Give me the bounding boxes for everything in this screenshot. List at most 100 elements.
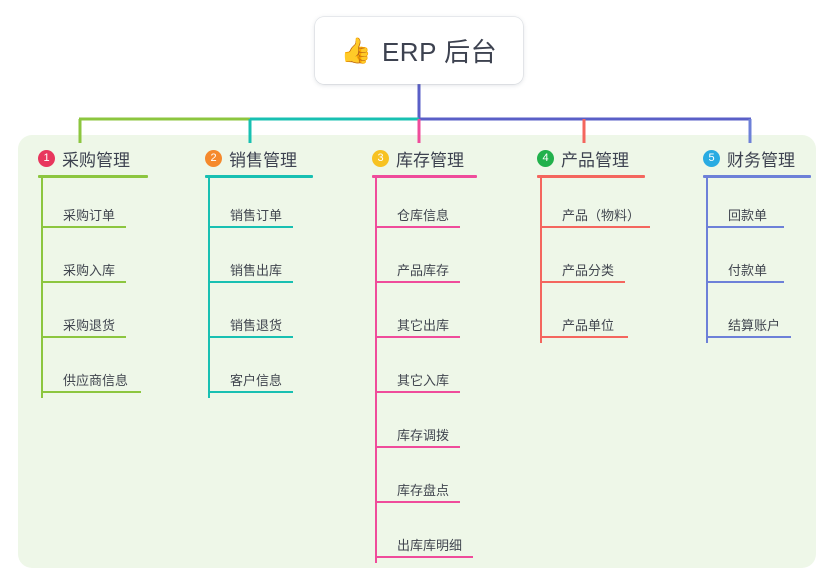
leaf-label: 产品库存 (397, 263, 450, 278)
branch-rule-4 (537, 175, 645, 178)
branch-header-1[interactable]: 1 采购管理 (38, 146, 148, 170)
branch-title-5: 财务管理 (727, 150, 795, 170)
leaf-rule (375, 336, 460, 338)
branch-header-3[interactable]: 3 库存管理 (372, 146, 477, 170)
branch-leaves-5: 回款单 付款单 结算账户 (703, 178, 811, 343)
leaf-label: 销售出库 (230, 263, 283, 278)
leaf-label: 仓库信息 (397, 208, 450, 223)
branch-rule-3 (372, 175, 477, 178)
leaf-item[interactable]: 出库库明细 (372, 508, 477, 563)
branch-badge-1: 1 (38, 149, 55, 167)
leaf-rule (208, 281, 293, 283)
leaf-label: 出库库明细 (397, 538, 463, 553)
branch-spine-5 (706, 178, 708, 343)
branch-header-2[interactable]: 2 销售管理 (205, 146, 313, 170)
leaf-item[interactable]: 仓库信息 (372, 178, 477, 233)
branch-title-3: 库存管理 (396, 150, 464, 170)
branch-spine-4 (540, 178, 542, 343)
leaf-rule (41, 226, 126, 228)
leaf-item[interactable]: 产品分类 (537, 233, 645, 288)
leaf-rule (706, 226, 784, 228)
branch-title-2: 销售管理 (229, 150, 297, 170)
leaf-item[interactable]: 销售订单 (205, 178, 313, 233)
leaf-rule (208, 336, 293, 338)
leaf-rule (375, 501, 460, 503)
branch-spine-2 (208, 178, 210, 398)
leaf-label: 产品分类 (562, 263, 615, 278)
branch-column-3: 3 库存管理 仓库信息 产品库存 其它出库 其它入库 库存调拨 (372, 146, 477, 563)
leaf-rule (375, 391, 460, 393)
branch-spine-3 (375, 178, 377, 563)
leaf-label: 库存盘点 (397, 483, 450, 498)
leaf-rule (375, 446, 460, 448)
leaf-label: 供应商信息 (63, 373, 129, 388)
leaf-item[interactable]: 供应商信息 (38, 343, 148, 398)
leaf-item[interactable]: 产品库存 (372, 233, 477, 288)
leaf-rule (41, 336, 126, 338)
branch-column-2: 2 销售管理 销售订单 销售出库 销售退货 客户信息 (205, 146, 313, 398)
root-node[interactable]: 👍 ERP 后台 (315, 17, 523, 84)
leaf-rule (540, 336, 628, 338)
branch-rule-5 (703, 175, 811, 178)
leaf-label: 回款单 (728, 208, 768, 223)
leaf-item[interactable]: 回款单 (703, 178, 811, 233)
leaf-item[interactable]: 销售退货 (205, 288, 313, 343)
leaf-rule (706, 336, 791, 338)
leaf-rule (41, 281, 126, 283)
branch-column-5: 5 财务管理 回款单 付款单 结算账户 (703, 146, 811, 343)
leaf-item[interactable]: 结算账户 (703, 288, 811, 343)
branch-badge-5: 5 (703, 149, 720, 167)
branch-leaves-3: 仓库信息 产品库存 其它出库 其它入库 库存调拨 库存盘点 (372, 178, 477, 563)
leaf-rule (375, 226, 460, 228)
branch-leaves-1: 采购订单 采购入库 采购退货 供应商信息 (38, 178, 148, 398)
diagram-background-panel (18, 135, 816, 568)
leaf-item[interactable]: 其它入库 (372, 343, 477, 398)
leaf-item[interactable]: 付款单 (703, 233, 811, 288)
leaf-item[interactable]: 客户信息 (205, 343, 313, 398)
branch-leaves-2: 销售订单 销售出库 销售退货 客户信息 (205, 178, 313, 398)
leaf-item[interactable]: 产品（物料） (537, 178, 650, 233)
branch-badge-2: 2 (205, 149, 222, 167)
leaf-label: 其它入库 (397, 373, 450, 388)
branch-title-4: 产品管理 (561, 150, 629, 170)
leaf-rule (41, 391, 141, 393)
branch-column-4: 4 产品管理 产品（物料） 产品分类 产品单位 (537, 146, 650, 343)
leaf-rule (706, 281, 784, 283)
branch-column-1: 1 采购管理 采购订单 采购入库 采购退货 供应商信息 (38, 146, 148, 398)
leaf-rule (208, 226, 293, 228)
leaf-rule (540, 281, 625, 283)
leaf-label: 产品（物料） (562, 208, 641, 223)
leaf-item[interactable]: 销售出库 (205, 233, 313, 288)
leaf-item[interactable]: 采购订单 (38, 178, 148, 233)
branch-rule-1 (38, 175, 148, 178)
leaf-label: 采购订单 (63, 208, 116, 223)
branch-rule-2 (205, 175, 313, 178)
branch-title-1: 采购管理 (62, 150, 130, 170)
branch-badge-4: 4 (537, 149, 554, 167)
leaf-label: 其它出库 (397, 318, 450, 333)
leaf-item[interactable]: 采购退货 (38, 288, 148, 343)
leaf-item[interactable]: 库存调拨 (372, 398, 477, 453)
leaf-rule (375, 556, 473, 558)
leaf-label: 付款单 (728, 263, 768, 278)
leaf-label: 客户信息 (230, 373, 283, 388)
leaf-label: 销售订单 (230, 208, 283, 223)
branch-badge-3: 3 (372, 149, 389, 167)
thumbs-up-icon: 👍 (340, 36, 372, 65)
leaf-label: 产品单位 (562, 318, 615, 333)
leaf-label: 销售退货 (230, 318, 283, 333)
leaf-label: 采购退货 (63, 318, 116, 333)
leaf-item[interactable]: 产品单位 (537, 288, 645, 343)
leaf-label: 结算账户 (728, 318, 781, 333)
branch-header-5[interactable]: 5 财务管理 (703, 146, 811, 170)
branch-spine-1 (41, 178, 43, 398)
leaf-rule (375, 281, 460, 283)
leaf-rule (208, 391, 293, 393)
leaf-item[interactable]: 采购入库 (38, 233, 148, 288)
leaf-item[interactable]: 其它出库 (372, 288, 477, 343)
branch-header-4[interactable]: 4 产品管理 (537, 146, 645, 170)
leaf-rule (540, 226, 650, 228)
leaf-item[interactable]: 库存盘点 (372, 453, 477, 508)
root-title: ERP 后台 (381, 37, 498, 67)
